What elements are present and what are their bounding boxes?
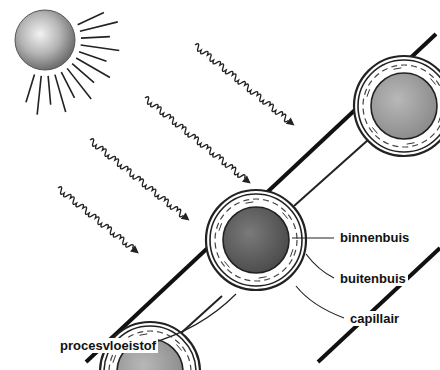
- inner-tube: [371, 73, 437, 139]
- arrow-head: [130, 245, 141, 256]
- tubes: [100, 56, 440, 370]
- flow-mark: [259, 277, 267, 278]
- leader-line: [306, 254, 334, 278]
- flow-mark: [290, 249, 293, 257]
- sun-ray: [48, 76, 51, 105]
- wave-line: [193, 43, 290, 123]
- sun-ray: [81, 45, 120, 50]
- leader-line: [148, 294, 236, 344]
- cover-plate: [86, 34, 436, 362]
- arrow-head: [181, 212, 192, 223]
- sun-ray: [61, 72, 74, 98]
- leader-lines: [148, 238, 344, 344]
- flow-mark: [245, 202, 253, 203]
- flow-mark: [438, 115, 440, 123]
- outer-tube-outer-wall: [206, 190, 306, 290]
- radiation-arrow: [55, 185, 141, 257]
- flow-mark: [407, 143, 415, 144]
- part-label: buitenbuis: [338, 271, 408, 286]
- flow-mark: [367, 89, 370, 97]
- part-label: procesvloeistof: [58, 338, 158, 353]
- sun-ray: [55, 75, 66, 112]
- sun: [15, 10, 75, 70]
- flow-mark: [372, 127, 377, 133]
- back-plate: [318, 248, 440, 362]
- tube: [206, 190, 306, 290]
- flow-mark: [219, 223, 222, 231]
- capillary-ring: [215, 199, 297, 281]
- flow-mark: [283, 213, 288, 219]
- outer-tube-inner-wall: [210, 194, 302, 286]
- flow-mark: [113, 355, 116, 363]
- flow-mark: [139, 334, 147, 335]
- radiation-arrow: [87, 137, 192, 224]
- fin: [180, 296, 222, 334]
- sun-ray: [81, 37, 110, 39]
- sun-ray: [78, 13, 104, 25]
- leader-line: [296, 286, 344, 318]
- sun-ray: [67, 68, 91, 99]
- sun-ray: [76, 58, 110, 78]
- leader-line: [292, 237, 334, 238]
- flow-mark: [393, 68, 401, 69]
- sun-ray: [79, 52, 106, 61]
- capillary-ring: [363, 65, 440, 147]
- radiation-arrow: [192, 42, 297, 129]
- wave-line: [56, 186, 134, 251]
- sun-ray: [26, 74, 34, 102]
- fin: [294, 140, 368, 206]
- inner-tube: [223, 207, 289, 273]
- part-label: binnenbuis: [338, 230, 411, 245]
- radiation-arrow: [142, 95, 253, 187]
- wave-line: [88, 138, 185, 218]
- tube: [354, 56, 440, 156]
- arrow-head: [242, 175, 253, 186]
- outer-tube-inner-wall: [358, 60, 440, 152]
- sun-ray: [80, 22, 118, 31]
- outer-tube-outer-wall: [354, 56, 440, 156]
- wave-line: [143, 96, 246, 181]
- flow-mark: [431, 79, 436, 85]
- sun-ray: [37, 76, 41, 115]
- flow-mark: [177, 345, 182, 351]
- flow-mark: [224, 261, 229, 267]
- arrow-head: [286, 117, 297, 128]
- part-label: capillair: [348, 311, 401, 326]
